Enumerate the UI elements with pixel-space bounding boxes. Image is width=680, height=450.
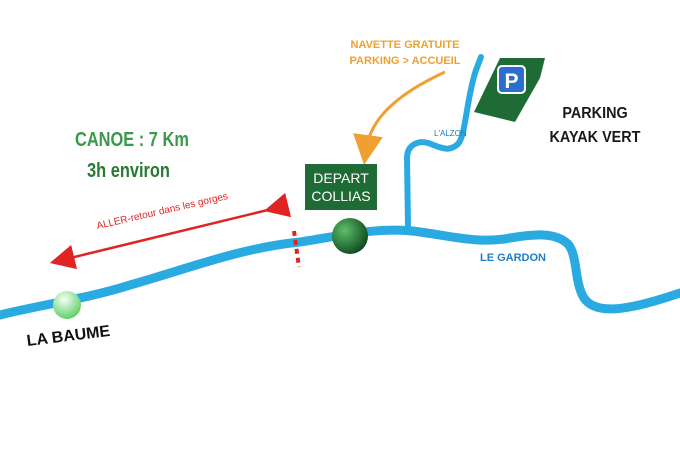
depart-sign: DEPART COLLIAS (305, 164, 377, 210)
river-barrier (292, 230, 301, 268)
river-alzon (404, 54, 484, 229)
parking-icon-letter: P (504, 70, 518, 93)
river-label-alzon: L'ALZON (434, 129, 467, 138)
depart-sign-line1: DEPART (313, 170, 369, 186)
river-gardon (0, 225, 680, 320)
parking-name: PARKING KAYAK VERT (546, 102, 645, 150)
parking-name-line2: KAYAK VERT (549, 129, 641, 146)
river-label-gardon: LE GARDON (480, 252, 546, 264)
start-point-marker (332, 218, 368, 254)
depart-sign-line2: COLLIAS (311, 188, 371, 204)
parking-name-line1: PARKING (562, 105, 628, 122)
shuttle-label-line2: PARKING > ACCUEIL (349, 55, 461, 67)
shuttle-label-line1: NAVETTE GRATUITE (350, 39, 460, 51)
shuttle-label: NAVETTE GRATUITE PARKING > ACCUEIL (345, 37, 465, 69)
route-arrow (49, 192, 292, 270)
shuttle-arrow (353, 70, 446, 165)
canoe-duration: 3h environ (87, 160, 170, 182)
canoe-distance: CANOE : 7 Km (75, 129, 189, 151)
parking-icon (497, 65, 526, 94)
end-point-marker (53, 291, 81, 319)
